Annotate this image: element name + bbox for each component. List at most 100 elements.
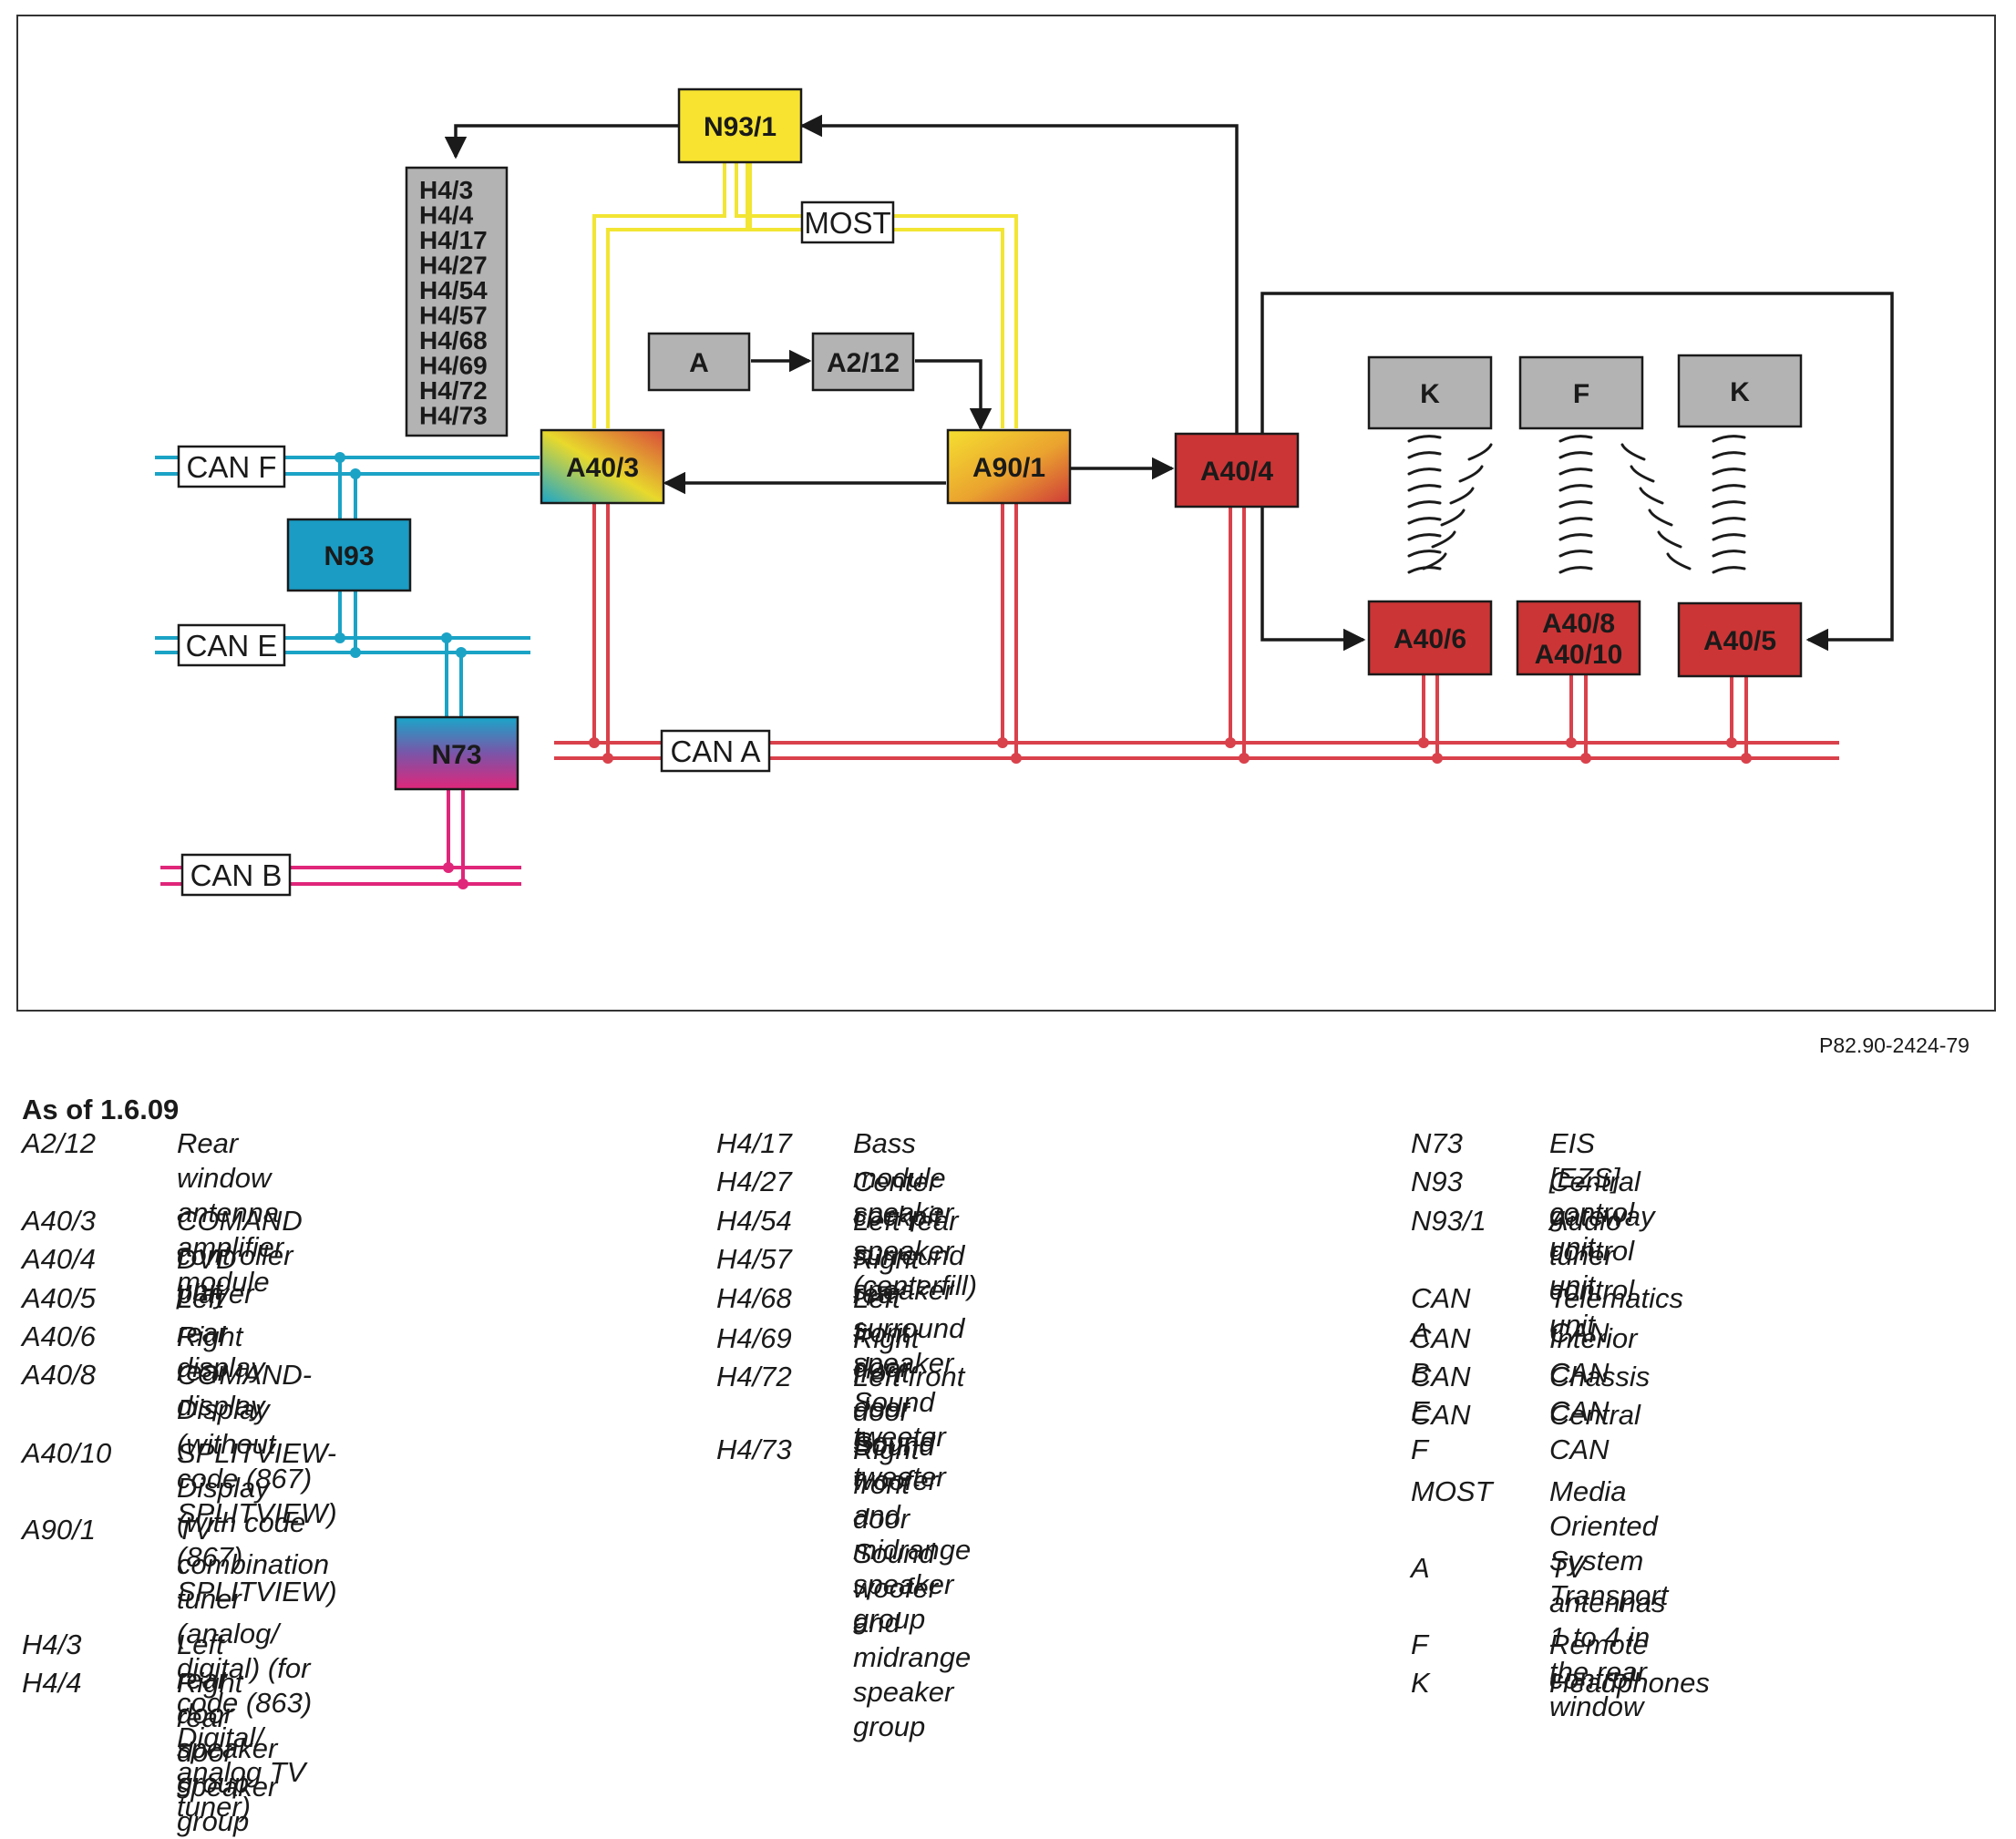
node-n93-label: N93: [324, 541, 374, 571]
legend-description: Chassis CAN: [1549, 1361, 1651, 1427]
bus-label-can-a-text: CAN A: [670, 735, 760, 768]
legend-code: N93/1: [1411, 1205, 1486, 1237]
legend-code: N93: [1411, 1166, 1463, 1197]
arrow-a212-to-a901: [915, 359, 993, 431]
speaker-list-item: H4/54: [419, 276, 488, 304]
node-a40-6-label: A40/6: [1394, 624, 1466, 654]
speaker-list-box: H4/3H4/4H4/17H4/27H4/54H4/57H4/68H4/69H4…: [405, 166, 509, 437]
legend-description: Bass module speaker: [853, 1127, 954, 1228]
speaker-list-item: H4/73: [419, 402, 488, 430]
legend: As of 1.6.09 A2/12 Rear window antenna am…: [22, 1094, 2016, 1837]
node-k-left-label: K: [1420, 379, 1440, 409]
legend-description: Center cockpit speaker (centerfill): [853, 1166, 978, 1301]
arrow-a404-to-a406: [1260, 474, 1366, 652]
can-b-junctions: [443, 862, 468, 889]
node-a40-5-label: A40/5: [1703, 626, 1776, 656]
legend-code: A: [1411, 1552, 1430, 1584]
node-a2-12: A2/12: [811, 332, 915, 392]
legend-description: COMAND controller unit: [177, 1205, 303, 1306]
node-n93: N93: [286, 518, 412, 592]
legend-description: Left front door Sound woofer and midrang…: [853, 1361, 972, 1635]
node-a40-5: A40/5: [1677, 601, 1803, 678]
speaker-list-item: H4/4: [419, 201, 474, 230]
legend-heading: As of 1.6.09: [22, 1094, 180, 1125]
legend-code: A2/12: [22, 1127, 97, 1159]
legend-code: A90/1: [22, 1514, 97, 1546]
node-n73-label: N73: [431, 740, 481, 770]
node-k-right-label: K: [1730, 377, 1750, 407]
legend-code: H4/27: [716, 1166, 792, 1197]
legend-code: H4/54: [716, 1205, 792, 1237]
waves-f-left: [1422, 443, 1493, 570]
node-k-right: K: [1677, 354, 1803, 428]
legend-code: H4/4: [22, 1667, 82, 1699]
legend-code: H4/72: [716, 1361, 792, 1392]
legend-code: N73: [1411, 1127, 1463, 1159]
legend-code: K: [1411, 1667, 1430, 1699]
legend-description: Headphones: [1549, 1667, 1710, 1699]
legend-description: Telematics CAN: [1549, 1282, 1684, 1349]
legend-description: Right rear display: [177, 1320, 265, 1422]
node-a40-4-label: A40/4: [1200, 457, 1273, 487]
node-n73: N73: [394, 715, 519, 791]
legend-code: A40/6: [22, 1320, 97, 1352]
legend-description: Right rear surround speaker: [853, 1243, 965, 1379]
bus-label-can-e-text: CAN E: [186, 629, 278, 663]
arrow-a404-to-a405: [1260, 292, 1894, 652]
legend-description: Right front door Sound tweeter: [853, 1322, 946, 1493]
node-a-label: A: [689, 348, 709, 378]
speaker-list-item: H4/3: [419, 176, 473, 204]
bus-label-can-b: CAN B: [180, 853, 292, 897]
bus-label-most: MOST: [800, 200, 895, 244]
legend-code: CAN B: [1411, 1322, 1471, 1389]
bus-label-can-a: CAN A: [660, 729, 771, 773]
bus-label-can-f-text: CAN F: [187, 450, 277, 484]
waves-f-center: [1558, 435, 1593, 574]
speaker-list-item: H4/69: [419, 352, 488, 380]
legend-description: Left rear door speaker group: [177, 1628, 278, 1799]
signal-arrows: [444, 114, 1894, 652]
bus-label-can-f: CAN F: [177, 445, 286, 488]
node-a40-6: A40/6: [1367, 600, 1493, 676]
node-n93-1-label: N93/1: [704, 112, 777, 142]
legend-description: TV combination tuner (analog/ digital) (…: [177, 1514, 330, 1823]
legend-code: CAN E: [1411, 1361, 1471, 1427]
diagram-frame: [16, 15, 1996, 1012]
speaker-list-item: H4/57: [419, 302, 488, 330]
node-a40-8-a40-10: A40/8 A40/10: [1516, 600, 1641, 676]
legend-code: CAN A: [1411, 1282, 1471, 1349]
legend-code: A40/10: [22, 1437, 112, 1469]
legend-description: Audio tuner control unit: [1549, 1205, 1635, 1341]
speaker-list-item: H4/72: [419, 376, 488, 405]
legend-code: H4/3: [22, 1628, 82, 1660]
legend-description: Interior CAN: [1549, 1322, 1638, 1389]
can-a-junctions: [589, 737, 1752, 764]
legend-description: Central CAN: [1549, 1399, 1641, 1465]
node-a40-10-label: A40/10: [1535, 640, 1623, 670]
legend-description: Remote control: [1549, 1628, 1649, 1695]
legend-code: F: [1411, 1628, 1428, 1660]
legend-description: Left front door Sound tweeter: [853, 1282, 946, 1453]
bus-label-can-e: CAN E: [177, 623, 286, 667]
waves-f-right: [1620, 443, 1692, 570]
node-f: F: [1518, 355, 1644, 430]
speaker-list-item: H4/27: [419, 252, 488, 280]
network-diagram: MOST CAN F CAN E CAN A CAN B H4/3H4/4H4/…: [16, 15, 1996, 1012]
bus-label-can-b-text: CAN B: [190, 858, 283, 892]
legend-description: COMAND-Display (without code (867) SPLIT…: [177, 1359, 337, 1529]
legend-code: A40/4: [22, 1243, 97, 1275]
legend-code: H4/68: [716, 1282, 792, 1314]
node-a40-8-label: A40/8: [1542, 609, 1615, 639]
legend-description: EIS [EZS] control unit: [1549, 1127, 1635, 1263]
infrared-waves: [1407, 435, 1746, 574]
waves-k-right: [1712, 435, 1746, 574]
node-a40-4: A40/4: [1174, 432, 1300, 509]
legend-code: H4/69: [716, 1322, 792, 1354]
legend-description: Rear window antenna amplifier module: [177, 1127, 284, 1298]
legend-description: SPLITVIEW-Display (with code (867) SPLIT…: [177, 1437, 337, 1608]
legend-description: DVD player: [177, 1243, 254, 1310]
can-ef-junctions: [334, 452, 467, 658]
waves-k-left: [1407, 435, 1442, 574]
legend-code: H4/73: [716, 1433, 792, 1465]
legend-code: A40/3: [22, 1205, 97, 1237]
